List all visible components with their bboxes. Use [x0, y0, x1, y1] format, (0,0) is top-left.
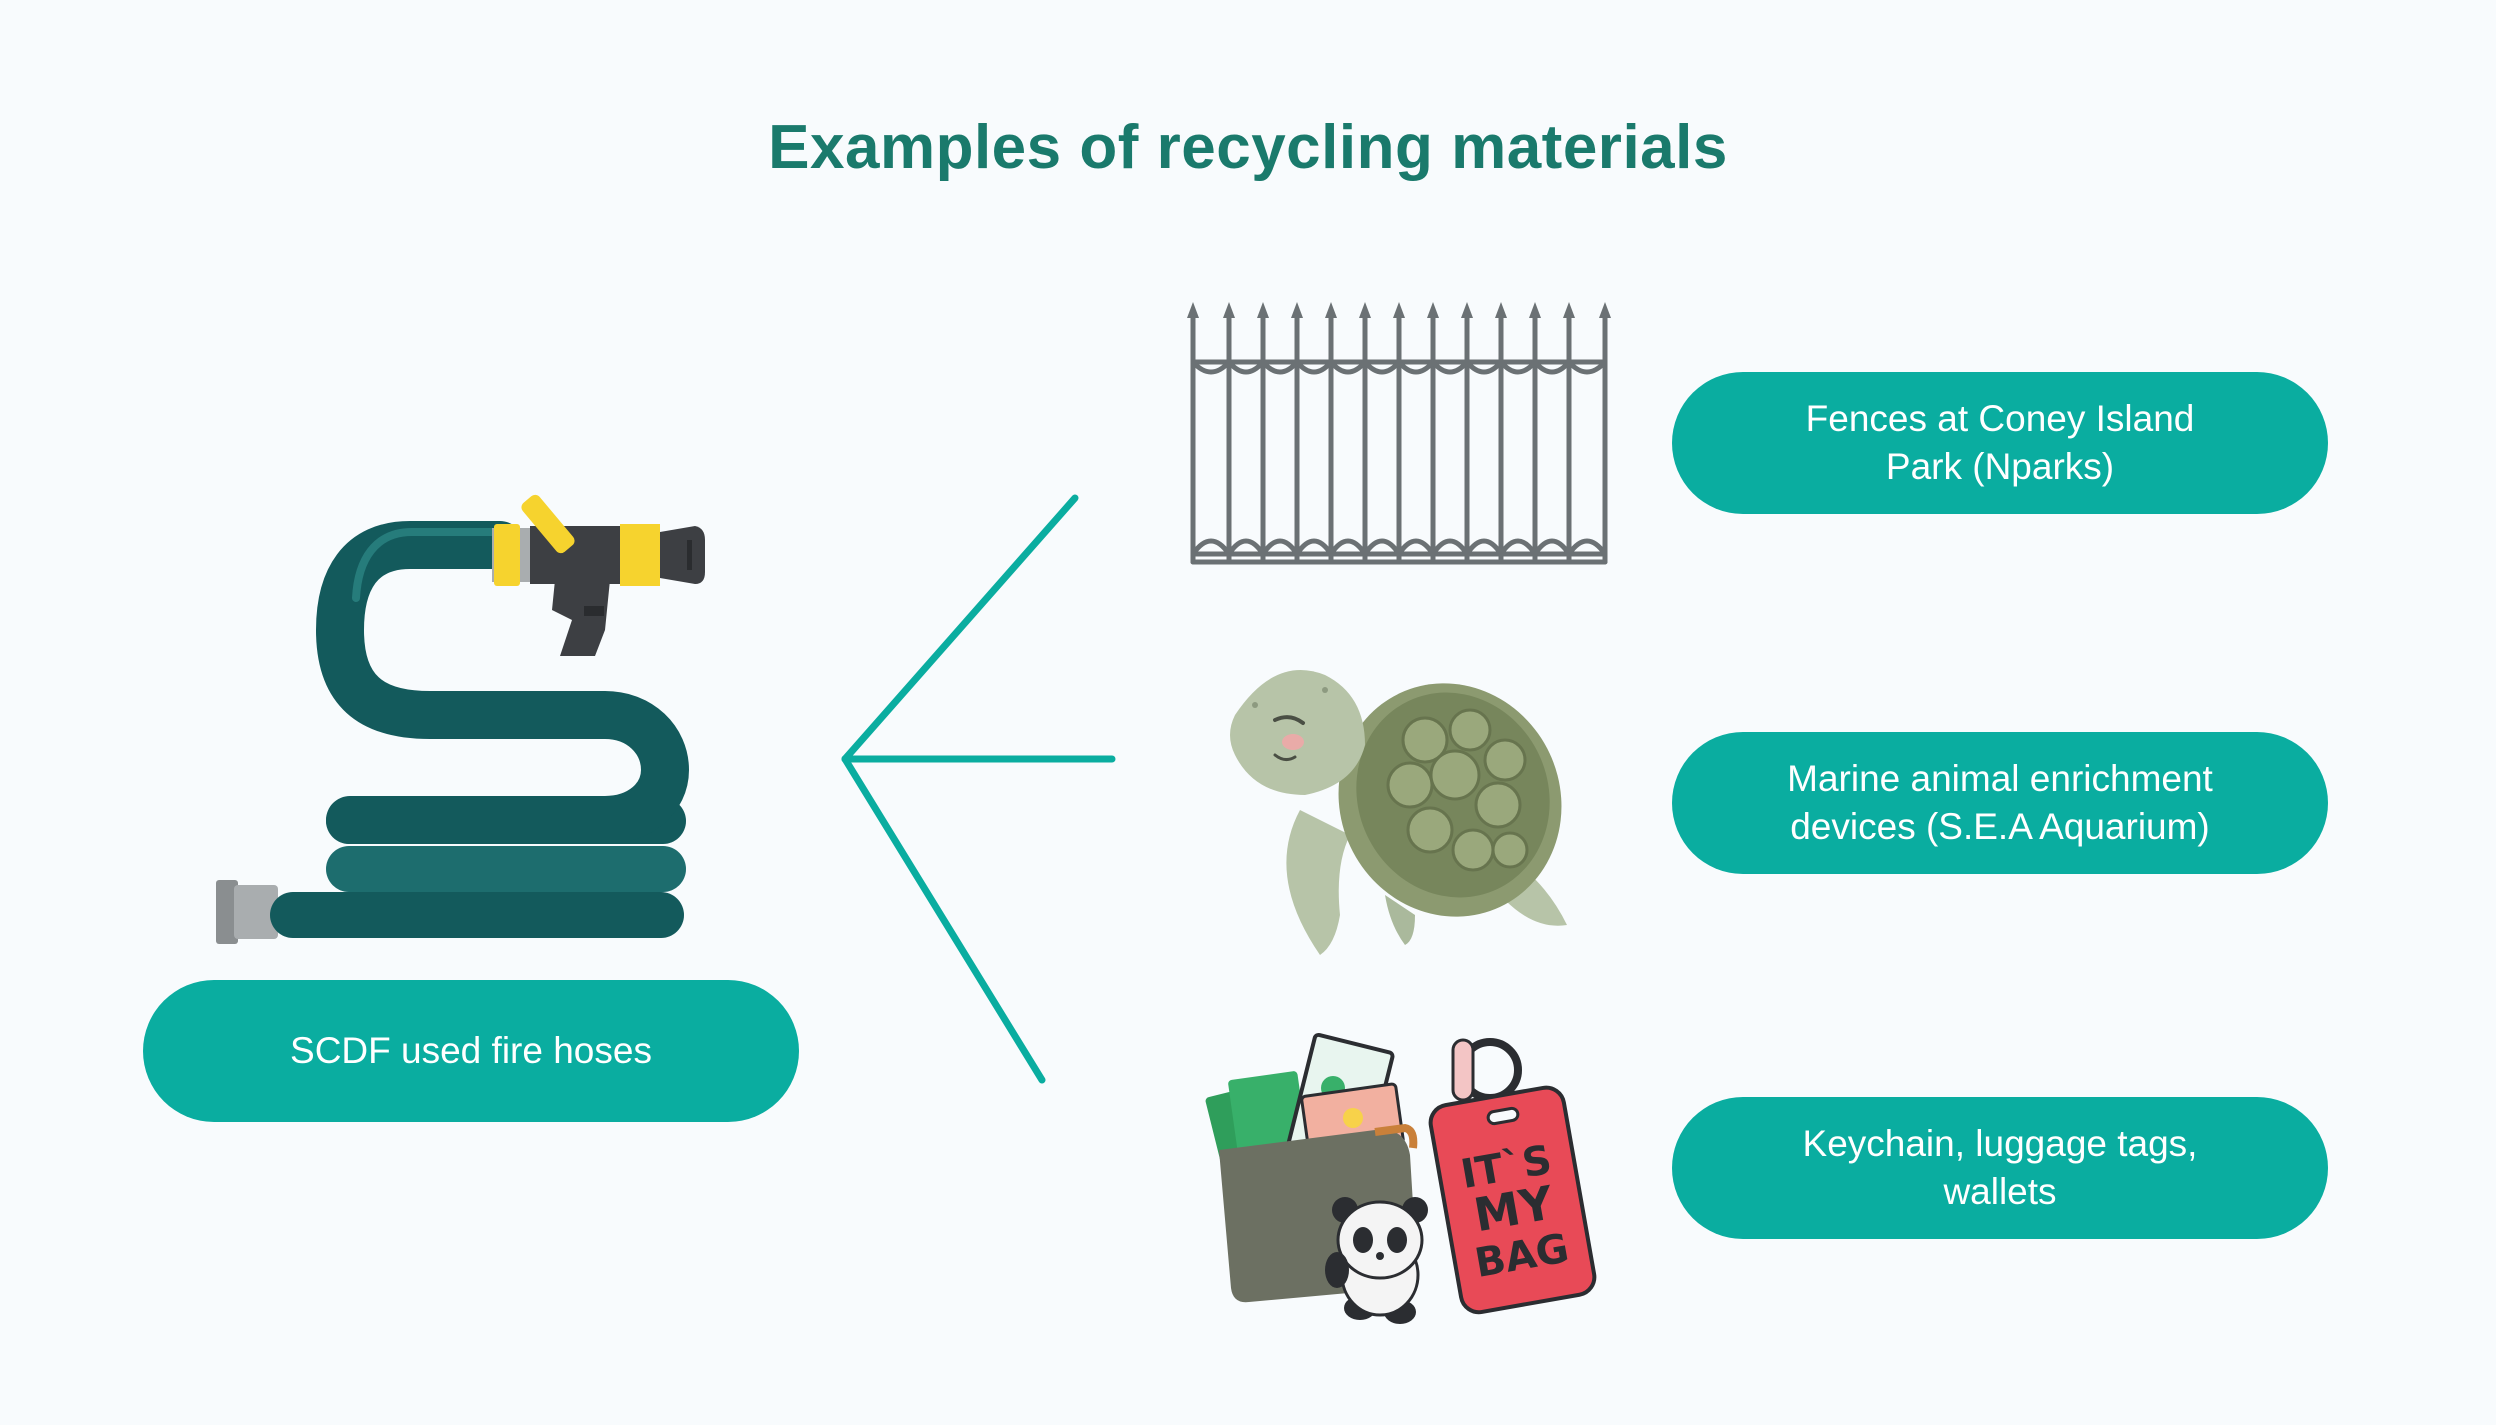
fence-icon — [1187, 302, 1611, 565]
output-label-line-2: Park (Nparks) — [1885, 446, 2115, 487]
output-label-line-2: devices (S.E.A Aquarium) — [1790, 806, 2210, 847]
source-label-pill: SCDF used fire hoses — [143, 980, 799, 1122]
output-label-line-1: Marine animal enrichment — [1787, 758, 2213, 799]
fire-hose-icon — [216, 494, 705, 944]
output-label-line-2: wallets — [1943, 1171, 2057, 1212]
output-pill-enrichment: Marine animal enrichment devices (S.E.A … — [1672, 732, 2328, 874]
output-label-line-1: Keychain, luggage tags, — [1802, 1123, 2198, 1164]
sea-turtle-icon — [1230, 670, 1567, 955]
wallet-keychain-icon: IT`S MY BAG — [1205, 1032, 1597, 1324]
output-label-line-1: Fences at Coney Island — [1805, 398, 2195, 439]
output-pill-fences: Fences at Coney Island Park (Nparks) — [1672, 372, 2328, 514]
output-pill-accessories: Keychain, luggage tags, wallets — [1672, 1097, 2328, 1239]
page-title: Examples of recycling materials — [768, 113, 1728, 182]
source-label: SCDF used fire hoses — [290, 1030, 652, 1071]
